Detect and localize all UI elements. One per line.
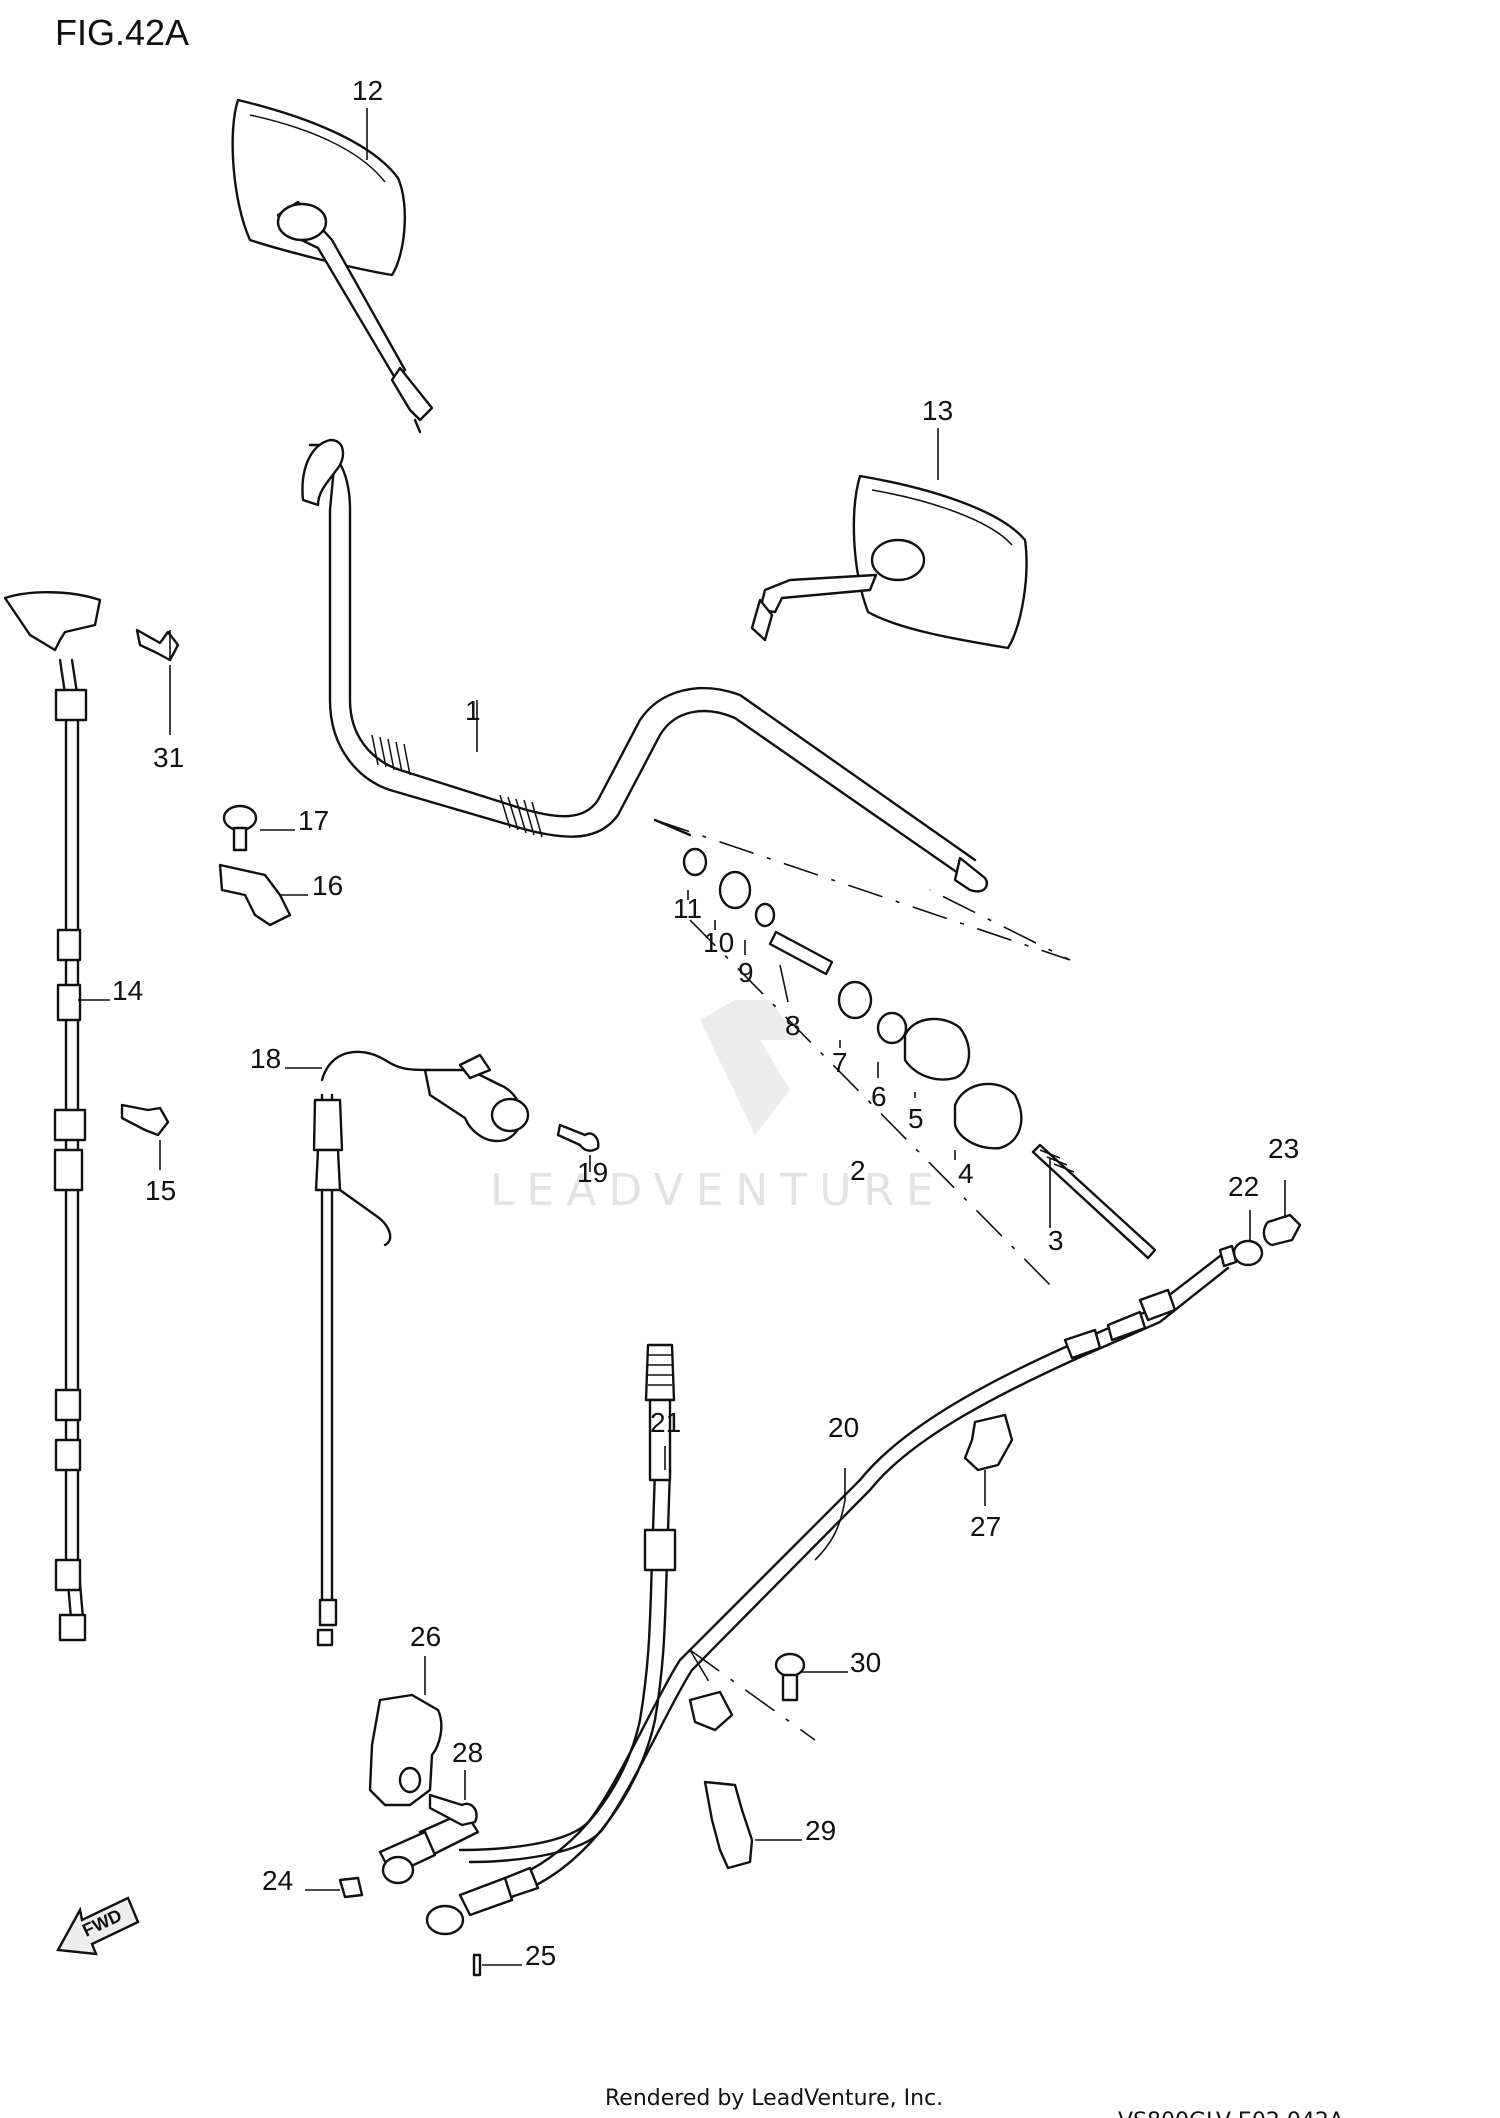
screw-31 xyxy=(135,628,180,662)
screw-28 xyxy=(428,1793,478,1827)
clamp-16 xyxy=(218,863,292,927)
callout-21: 21 xyxy=(650,1407,681,1438)
callout-22: 22 xyxy=(1228,1171,1259,1202)
callout-labels: 1234567891011121314151617181920212223242… xyxy=(112,75,1299,1971)
clamp-27 xyxy=(963,1413,1014,1472)
throttle-cable-20 xyxy=(458,1244,1238,1864)
figure-title: FIG.42A xyxy=(55,12,189,53)
callout-10: 10 xyxy=(703,927,734,958)
cushion-7 xyxy=(837,980,873,1020)
pipe-8 xyxy=(768,930,834,976)
callout-29: 29 xyxy=(805,1815,836,1846)
callout-5: 5 xyxy=(908,1103,924,1134)
grip-knurl-right xyxy=(499,794,543,838)
mirror-right xyxy=(750,474,1028,650)
screw-19 xyxy=(556,1123,600,1152)
callout-30: 30 xyxy=(850,1647,881,1678)
holder-23 xyxy=(1262,1213,1302,1247)
balancer-4 xyxy=(953,1082,1023,1150)
nut-11 xyxy=(682,847,708,877)
footer-credit: Rendered by LeadVenture, Inc. xyxy=(605,2086,943,2111)
mirror-left xyxy=(231,98,434,434)
screw-24 xyxy=(338,1876,364,1899)
bolt-30 xyxy=(774,1652,806,1702)
cover-26 xyxy=(368,1693,443,1807)
callout-13: 13 xyxy=(922,395,953,426)
callout-7: 7 xyxy=(832,1047,848,1078)
washer-6 xyxy=(876,1011,908,1045)
callout-20: 20 xyxy=(828,1412,859,1443)
callout-24: 24 xyxy=(262,1865,293,1896)
callout-28: 28 xyxy=(452,1737,483,1768)
choke-cable-18 xyxy=(312,1050,530,1647)
callout-18: 18 xyxy=(250,1043,281,1074)
washer-9 xyxy=(754,902,776,928)
callout-19: 19 xyxy=(577,1157,608,1188)
bracket-area xyxy=(688,1649,816,1741)
callout-27: 27 xyxy=(970,1511,1001,1542)
cushion-10 xyxy=(718,870,752,910)
fwd-arrow-icon: FWD xyxy=(56,1896,140,1956)
callout-14: 14 xyxy=(112,975,143,1006)
balancer-assembly xyxy=(653,818,1157,1291)
callout-11: 11 xyxy=(673,893,702,924)
callout-23: 23 xyxy=(1268,1133,1299,1164)
callout-16: 16 xyxy=(312,870,343,901)
watermark: LEADVENTURE xyxy=(490,1000,946,1216)
throttle-cable-21 xyxy=(498,1343,677,1900)
balancer-weight-5 xyxy=(903,1017,971,1081)
screw-15 xyxy=(120,1103,170,1137)
grip-knurl-left xyxy=(371,734,411,776)
callout-6: 6 xyxy=(871,1081,887,1112)
screw-17 xyxy=(222,804,258,852)
cushion-22 xyxy=(1232,1239,1264,1267)
footer-code: VS800GLV E02 042A xyxy=(1118,2109,1344,2118)
callout-12: 12 xyxy=(352,75,383,106)
handlebar xyxy=(301,438,989,893)
watermark-text: LEADVENTURE xyxy=(490,1165,946,1216)
callout-17: 17 xyxy=(298,805,329,836)
pin-25 xyxy=(472,1953,482,1977)
callout-26: 26 xyxy=(410,1621,441,1652)
callout-31: 31 xyxy=(153,742,184,773)
screw-3 xyxy=(1031,1143,1157,1260)
callout-15: 15 xyxy=(145,1175,176,1206)
callout-4: 4 xyxy=(958,1158,974,1189)
cable-14 xyxy=(3,591,102,1642)
callout-9: 9 xyxy=(738,957,754,988)
cable-end-lower xyxy=(425,1866,540,1936)
callout-3: 3 xyxy=(1048,1225,1064,1256)
callout-8: 8 xyxy=(785,1010,801,1041)
bracket-29 xyxy=(703,1780,754,1870)
callout-1: 1 xyxy=(465,695,481,726)
callout-2: 2 xyxy=(850,1155,866,1186)
callout-25: 25 xyxy=(525,1940,556,1971)
leader-lines xyxy=(78,108,1286,1966)
